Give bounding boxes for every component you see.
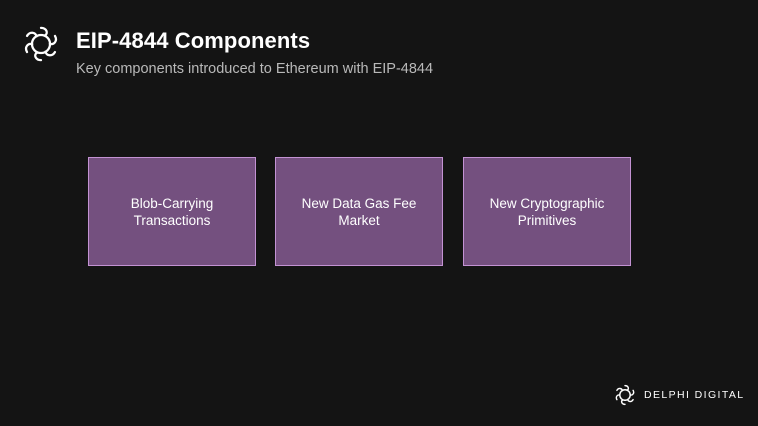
delphi-logo-icon: [615, 384, 635, 406]
component-label: Blob-Carrying Transactions: [130, 195, 214, 228]
page-title: EIP-4844 Components: [76, 28, 311, 53]
brand-name: DELPHI DIGITAL: [644, 389, 745, 401]
component-label: New Cryptographic Primitives: [489, 195, 605, 228]
brand-footer: DELPHI DIGITAL: [614, 383, 745, 407]
delphi-logo-icon: [24, 26, 58, 62]
component-box-blob-transactions: Blob-Carrying Transactions: [88, 157, 256, 266]
component-box-data-gas-fee-market: New Data Gas Fee Market: [275, 157, 443, 266]
component-label: New Data Gas Fee Market: [301, 195, 417, 228]
page-subtitle: Key components introduced to Ethereum wi…: [76, 61, 434, 77]
component-box-cryptographic-primitives: New Cryptographic Primitives: [463, 157, 631, 266]
